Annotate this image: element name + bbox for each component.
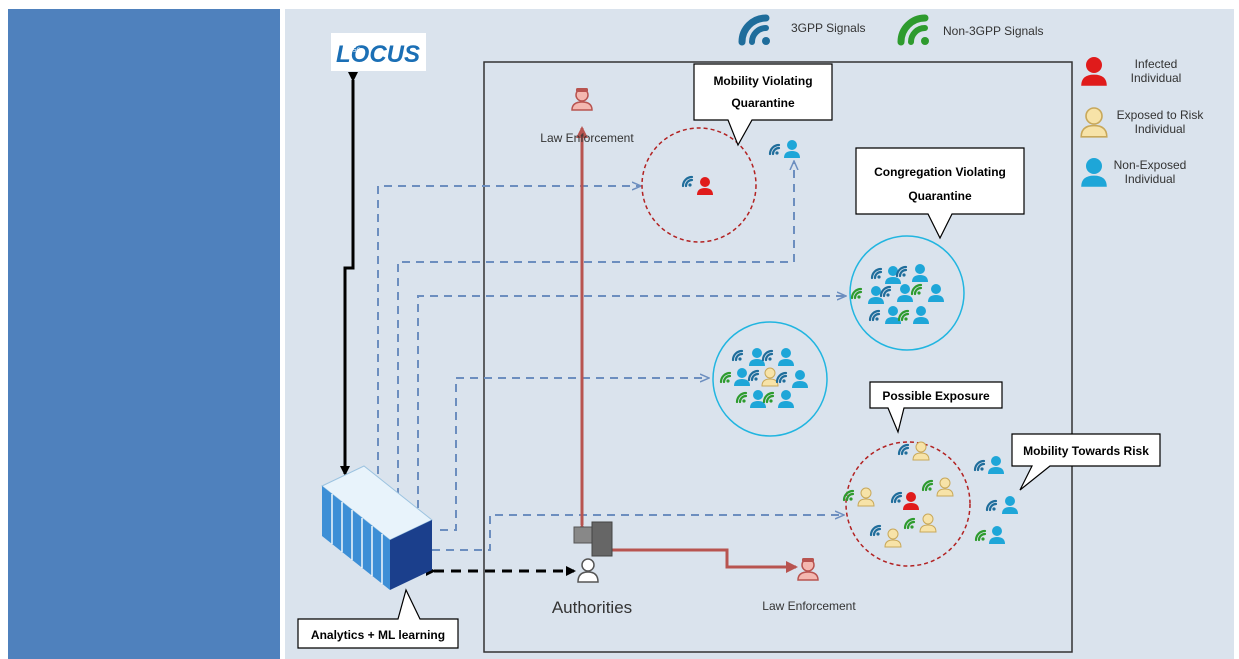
svg-text:3GPP Signals: 3GPP Signals [791,21,866,35]
exposed-legend-icon [1081,108,1107,137]
analytics-callout: Analytics + ML learning [297,588,459,649]
authorities-label: Authorities [552,598,632,617]
svg-text:Non-3GPP Signals: Non-3GPP Signals [943,24,1044,38]
svg-text:Law Enforcement: Law Enforcement [540,131,634,145]
signal-3gpp-icon [738,14,770,46]
svg-text:Analytics + ML learning: Analytics + ML learning [311,628,445,642]
svg-text:Individual: Individual [1125,172,1176,186]
authorities-station: Authorities [552,521,632,617]
svg-text:LOCUS: LOCUS [336,41,420,68]
svg-text:Quarantine: Quarantine [731,96,795,110]
mobility-towards-risk-callout: Mobility Towards Risk [1011,433,1161,491]
possible-exposure-callout: Possible Exposure [869,381,1003,434]
exposure-group [844,442,953,547]
mobility-violating-callout: Mobility Violating Quarantine [693,63,833,147]
region-box [483,61,1073,653]
congregation-zone [849,235,965,351]
mobility-violating-zone [641,127,757,243]
law-enforcement-top: Law Enforcement [540,87,634,145]
person-legend: Infected Individual Exposed to Risk Indi… [1081,57,1204,187]
svg-text:Individual: Individual [1135,122,1186,136]
locus-logo: LOCUS 5G [331,33,426,71]
svg-text:Possible Exposure: Possible Exposure [882,389,990,403]
svg-text:Mobility Violating: Mobility Violating [713,74,812,88]
analytics-servers [321,465,433,590]
svg-text:Mobility Towards Risk: Mobility Towards Risk [1023,444,1149,458]
logo-server-link [340,72,358,476]
law-enforcement-bottom: Law Enforcement [762,557,856,613]
mixed-crowd [721,348,808,408]
non-exposed-legend-icon [1081,158,1107,187]
svg-text:Infected: Infected [1135,57,1178,71]
data-flows [377,162,845,551]
mixed-crowd-zone [712,321,828,437]
signal-non3gpp-icon [897,14,929,46]
svg-text:5G: 5G [353,48,361,54]
infected-legend-icon [1081,57,1107,86]
svg-text:Congregation Violating: Congregation Violating [874,165,1006,179]
svg-text:Quarantine: Quarantine [908,189,972,203]
svg-text:Individual: Individual [1131,71,1182,85]
moving-individuals [975,456,1018,544]
congregation-callout: Congregation Violating Quarantine [855,147,1025,240]
left-panel [8,9,280,659]
svg-text:Law Enforcement: Law Enforcement [762,599,856,613]
congregation-crowd [852,264,944,324]
signal-legend: 3GPP Signals Non-3GPP Signals [738,14,1044,46]
svg-text:Exposed to Risk: Exposed to Risk [1117,108,1205,122]
possible-exposure-zone [845,441,971,567]
enforcement-links [576,126,798,573]
svg-text:Non-Exposed: Non-Exposed [1114,158,1187,172]
